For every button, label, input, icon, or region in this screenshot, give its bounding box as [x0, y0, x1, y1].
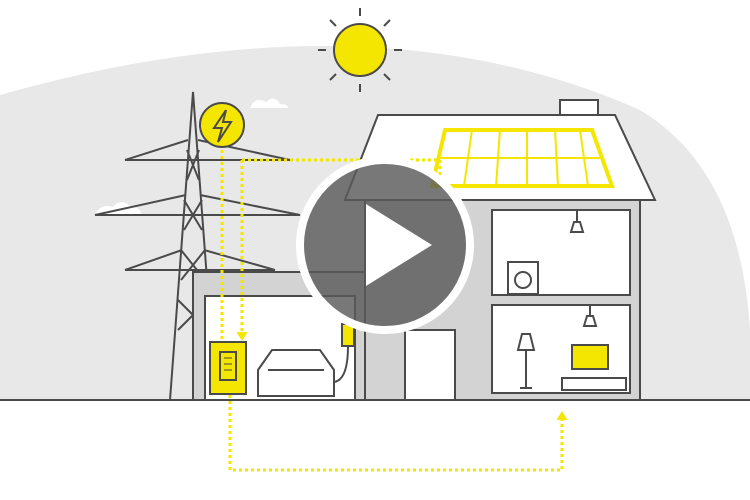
floor-lamp-icon [516, 333, 536, 389]
washing-machine-icon [507, 261, 539, 295]
lamp-icon [582, 305, 598, 327]
battery-icon [209, 341, 247, 395]
door [404, 329, 456, 401]
solar-panel [429, 128, 615, 188]
lightning-icon [199, 102, 245, 148]
car-icon [257, 349, 335, 397]
arrow-icon [556, 411, 568, 421]
play-button[interactable] [296, 156, 474, 334]
sun-icon [318, 8, 402, 92]
cloud-icon [250, 98, 288, 108]
energy-flow-lines [220, 150, 564, 472]
play-icon [366, 204, 432, 286]
lamp-icon [569, 210, 585, 233]
arrow-icon [236, 331, 248, 341]
tv-icon [561, 344, 627, 391]
